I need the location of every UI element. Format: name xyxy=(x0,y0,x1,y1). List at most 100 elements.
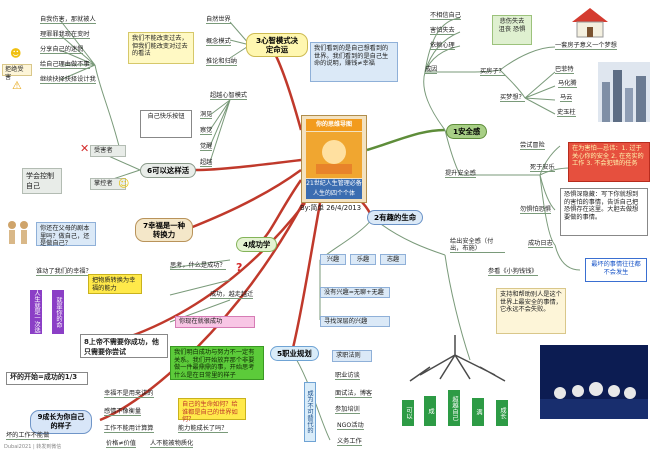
branch-god[interactable]: 8上帝不需要你成功，他只需要你尝试 xyxy=(80,334,168,358)
improve-safety: 提升安全感 xyxy=(445,170,476,178)
book-title: 你的思维导图 xyxy=(306,119,362,131)
branch-live[interactable]: 6可以这样活 xyxy=(140,163,197,178)
center-book-cover: 你的思维导图 21世纪人生管理必备 人生的四个个体 xyxy=(301,115,367,203)
purple-bar-b: 就是你的命 xyxy=(52,290,64,334)
mind-past-box: 我们不能改变过去，但我们能改变对过去的看法 xyxy=(128,32,194,64)
mind-item-3: 觉醒 xyxy=(200,143,213,151)
career-item-1: 职业访谈 xyxy=(335,372,360,380)
person-2: 马化腾 xyxy=(558,80,577,88)
try-risk: 尝试冒险 xyxy=(520,142,545,150)
bad-work: 坏的工作不能做 xyxy=(6,432,50,440)
person-3: 马云 xyxy=(560,94,573,102)
smile-icon: ☺ xyxy=(118,177,130,190)
branch-career[interactable]: 5职业规划 xyxy=(270,346,319,361)
branch-grow[interactable]: 9成长为你自己的样子 xyxy=(30,410,92,434)
book-illustration xyxy=(306,132,362,178)
career-item-5: 义务工作 xyxy=(337,438,362,446)
grow-item-3: 工作不能用计算算 xyxy=(104,425,154,433)
victim-item-4: 给自己理由做不事 xyxy=(40,61,90,69)
stage-image xyxy=(540,345,648,419)
fear-of-fear: 勿惧怕恐惧 xyxy=(520,206,551,214)
skyline-image xyxy=(598,62,650,122)
interest-2: 乐趣 xyxy=(350,254,376,265)
death-by-comfort: 死于安乐 xyxy=(530,164,555,172)
happy-question: 你还在父母的剧本里吗？做自己，还是做自己？ xyxy=(36,222,96,247)
branch-safety[interactable]: 1安全感 xyxy=(446,124,488,139)
who-moved-happiness: 谁动了我们的幸福？ xyxy=(36,268,92,276)
learn-control: 学会控制自己 xyxy=(22,168,62,194)
tag-5: 成长 xyxy=(496,400,508,426)
tag-1: 可以 xyxy=(402,400,414,426)
no-interest: 没有兴趣=无聊+无趣 xyxy=(320,287,390,298)
person-1: 巴菲特 xyxy=(555,66,574,74)
deep-interest: 寻找深层的兴趣 xyxy=(320,316,390,327)
branch-happy[interactable]: 7幸福是一种转换力 xyxy=(135,218,193,242)
help-others-box: 支持和帮助别人是这个世界上最安全的事情，它永远不会失败。 xyxy=(496,288,566,334)
mind-item-1: 洞见 xyxy=(200,111,213,119)
house-icon xyxy=(570,6,610,38)
branch-fun[interactable]: 2有趣的生命 xyxy=(367,210,424,225)
tag-3: 超越自己 xyxy=(448,390,460,426)
start-ratio: 坏的开始=成功的1/3 xyxy=(6,372,88,385)
mind-beyond: 超越心智模式 xyxy=(210,92,248,100)
grow-item-4: 价格≠价值 xyxy=(106,440,136,448)
warning-icon: ⚠ xyxy=(12,79,22,92)
success-path: 成功，越走越迁 xyxy=(210,291,254,299)
chooser-label: 掌控者 xyxy=(90,178,126,190)
book-tagline: 21世纪人生管理必备 人生的四个个体 xyxy=(306,179,362,199)
watermark: Dubai2021 | 转发到微信 xyxy=(4,444,62,450)
grow-item-1: 幸福不是用来讲的 xyxy=(104,390,154,398)
author-credit: By:简单 26/4/2013 xyxy=(300,204,362,212)
person-icon: ☻ xyxy=(10,47,22,60)
worst-case-note: 最坏的事情往往都不会发生 xyxy=(585,258,647,282)
two-people-icon xyxy=(4,218,32,248)
grow-box: 自己的生命如何？给谁都是自己的世界如何？ xyxy=(178,398,246,423)
buy-dream: 买梦想？ xyxy=(500,94,525,102)
reference-book: 参看《小狗钱钱》 xyxy=(488,268,538,276)
victim-label: 受害者 xyxy=(90,145,126,157)
career-item-4: NGO活动 xyxy=(337,422,364,430)
tag-2: 成 xyxy=(424,396,436,426)
victim-item-2: 理罪罪我现在变时 xyxy=(40,31,90,39)
tag-4: 满 xyxy=(472,398,484,426)
mind-item-2: 察觉 xyxy=(200,127,213,135)
safety-fear-self: 不相信自己 xyxy=(430,12,461,20)
unsafe-list-box: 在为害怕—忌讳：1. 过于关心你的安全 2. 在充实的工作 3. 不会犯错的任务 xyxy=(568,142,650,182)
cross-icon: ✕ xyxy=(80,142,90,155)
interest-3: 志趣 xyxy=(380,254,406,265)
buy-house: 买房子？ xyxy=(480,68,505,76)
victim-item-5: 继续抉择抉择设计我 xyxy=(40,76,96,84)
grow-item-2: 感情不像衡量 xyxy=(104,408,142,416)
safety-emotion-box: 悲伤失去 沮丧 恐惧 xyxy=(492,15,532,45)
success-now: 你现在就很成功 xyxy=(175,316,255,328)
happy-button-box: 自己快乐按钮 xyxy=(140,110,192,138)
safety-cause: 成因 xyxy=(425,66,438,74)
success-journal: 成功日志 xyxy=(528,240,553,248)
career-item-2: 面试法，博客 xyxy=(335,390,373,398)
person-4: 史玉柱 xyxy=(557,109,576,117)
tree-roots-illustration xyxy=(400,335,510,383)
interest-1: 兴趣 xyxy=(320,254,346,265)
grow-item-5: 人不能被物质化 xyxy=(150,440,194,448)
book-tagline-text: 21世纪人生管理必备 xyxy=(306,180,362,187)
success-green-box: 我们明白成功与努力不一定有关系。我们开始放弃那个非要做一件最鼎鼎的事，开始思考什… xyxy=(170,346,264,380)
fear-note-box: 恐惧深隐藏：写下你就想到的害怕的事情，告诉自己把恐惧存在这里。大胆去做想要做的事… xyxy=(560,188,648,236)
mind-reasoning: 推论和归纳 xyxy=(206,58,237,66)
mind-item-4: 超越 xyxy=(200,159,213,167)
career-vertical: 成为不可替代的 xyxy=(304,382,316,442)
safety-dependence: 依赖心理 xyxy=(430,42,455,50)
branch-success[interactable]: 4成功学 xyxy=(236,237,278,252)
career-item-3: 参加培训 xyxy=(335,406,360,414)
question-icon: ? xyxy=(236,261,243,274)
mind-nature: 自然世界 xyxy=(206,16,231,24)
branch-mind[interactable]: 3心智模式决定命运 xyxy=(246,33,308,57)
success-think: 思考，什么是成功？ xyxy=(170,262,226,270)
victim-item-3: 分享自己的迷惘 xyxy=(40,46,84,54)
house-dream-text: 一套房子意义一个梦想 xyxy=(555,42,617,50)
book-label-text: 人生的四个个体 xyxy=(312,190,355,197)
career-rule: 求职法则 xyxy=(332,350,372,362)
safety-fear-loss: 害怕失去 xyxy=(430,27,455,35)
purple-bar-a: 人生就是一次选择 xyxy=(21,290,42,334)
transfer-box: 把物质转换为幸福的能力 xyxy=(88,274,142,294)
